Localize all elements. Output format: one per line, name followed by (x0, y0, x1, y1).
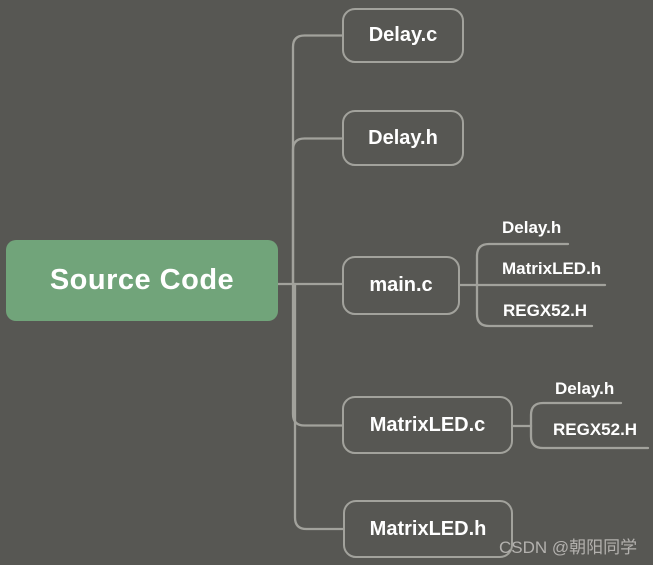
node-matrixled-c-label: MatrixLED.c (369, 413, 486, 436)
subnode-main-c-delay-h[interactable]: Delay.h (502, 218, 562, 237)
subnode-main-c-regx52-h[interactable]: REGX52.H (503, 301, 588, 320)
node-delay-c-label: Delay.c (368, 24, 438, 46)
subnode-main-c-matrixled-h[interactable]: MatrixLED.h (502, 259, 602, 278)
node-delay-h-label: Delay.h (368, 126, 438, 149)
subnode-matrixled-c-regx52-h[interactable]: REGX52.H (553, 420, 638, 439)
edge-root-delay-c (291, 34, 344, 286)
node-main-c-label: main.c (369, 274, 433, 296)
node-source-code[interactable]: Source Code (6, 240, 278, 321)
edge-main-c-delay-h-underline (475, 242, 570, 287)
csdn-watermark: CSDN @朝阳同学 (499, 538, 638, 557)
node-delay-h[interactable]: Delay.h (342, 110, 464, 166)
node-source-code-label: Source Code (49, 264, 235, 296)
edge-root-matrixled-c (291, 282, 344, 427)
node-matrixled-h-label: MatrixLED.h (369, 517, 487, 540)
edge-matrixled-c-delay-h-underline (529, 401, 623, 428)
node-main-c[interactable]: main.c (342, 256, 460, 315)
edge-main-c-regx52-h-underline (475, 283, 594, 328)
subnode-matrixled-c-delay-h[interactable]: Delay.h (555, 379, 615, 398)
edge-root-delay-h (291, 137, 344, 286)
edge-root-matrixled-h (293, 282, 345, 531)
node-delay-c[interactable]: Delay.c (342, 8, 464, 63)
edge-matrixled-c-regx52-h-underline (529, 424, 650, 450)
node-matrixled-c[interactable]: MatrixLED.c (342, 396, 513, 454)
node-matrixled-h[interactable]: MatrixLED.h (343, 500, 513, 558)
